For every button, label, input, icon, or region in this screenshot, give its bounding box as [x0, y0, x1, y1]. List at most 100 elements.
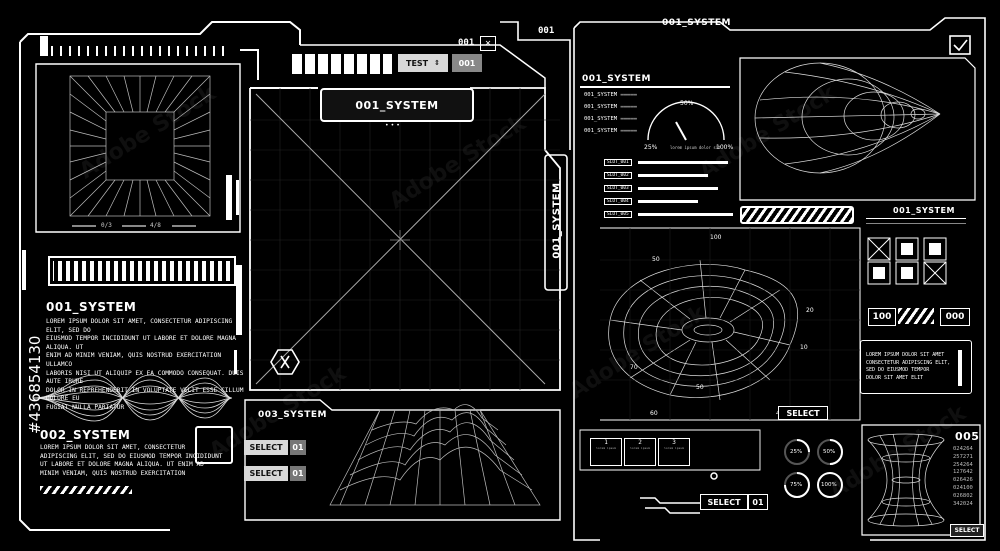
axis-label: 100	[710, 234, 722, 241]
slot-list: SLOT_001 SLOT_002 SLOT_003 SLOT_004 SLOT…	[604, 156, 733, 221]
header-id-right: 001	[538, 26, 555, 36]
select-value-1-text: 01	[292, 443, 304, 452]
select-value-1: 01	[290, 440, 306, 455]
left-diag-stripes	[40, 486, 132, 494]
up-down-icon: ⇕	[434, 59, 440, 67]
percent-label: 50%	[823, 449, 836, 455]
counter-right-value: 000	[945, 312, 965, 322]
code-line: 024100	[953, 484, 973, 491]
small-system-rule	[866, 218, 966, 219]
axis-label: 50	[696, 384, 704, 391]
right-diag-pill	[740, 206, 854, 224]
sub-system-title: 003_SYSTEM	[258, 410, 328, 420]
left-stripe-bar	[48, 256, 236, 286]
vertical-system-label: 001_SYSTEM	[552, 176, 563, 266]
slider-track-b[interactable]	[122, 225, 146, 227]
corner-select-button[interactable]: SELECT	[950, 524, 984, 537]
slot-row[interactable]: SLOT_002	[604, 169, 733, 182]
left-paragraph-2: LOREM IPSUM DOLOR SIT AMET, CONSECTETUR …	[40, 444, 223, 477]
axis-label: 50	[652, 256, 660, 263]
counter-diag	[898, 308, 934, 324]
code-line: 257271	[953, 453, 973, 460]
select-value-2-text: 01	[292, 469, 304, 478]
axis-label: 60	[650, 410, 658, 417]
counter-left-value: 100	[872, 312, 892, 322]
test-value-box: 001	[452, 54, 482, 72]
right-vbar	[958, 350, 962, 386]
center-banner: 001_SYSTEM	[320, 88, 474, 122]
stock-id-label: #436854130	[26, 304, 44, 434]
test-label: TEST	[405, 58, 429, 68]
select-bottom-value-box: 01	[748, 494, 768, 510]
progress-notch	[40, 36, 48, 56]
right-title-underline	[580, 86, 730, 88]
step-box[interactable]: 1 lorem ipsum	[590, 438, 622, 466]
select-value-2: 01	[290, 466, 306, 481]
step-box[interactable]: 2 lorem ipsum	[624, 438, 656, 466]
select-top-label: SELECT	[786, 408, 820, 418]
banner-dots: •••	[385, 122, 402, 129]
code-list: 024264 257271 254264 127642 026426 02410…	[953, 446, 973, 508]
select-bottom-value: 01	[752, 497, 764, 507]
code-line: 024264	[953, 446, 973, 452]
stock-id: #436854130	[26, 335, 44, 434]
select-button-1-label: SELECT	[249, 443, 283, 452]
counter-a: 0/3	[101, 222, 112, 229]
list-item[interactable]: 001_SYSTEM ▬▬▬▬▬	[584, 104, 637, 110]
select-top-button[interactable]: SELECT	[778, 406, 828, 420]
code-line: 026426	[953, 477, 973, 484]
select-bottom-label: SELECT	[707, 497, 741, 507]
percent-label: 25%	[790, 449, 803, 455]
axis-label: 20	[806, 307, 814, 314]
left-title-2: 002_SYSTEM	[40, 428, 131, 442]
slider-track-a[interactable]	[72, 225, 96, 227]
select-button-2-label: SELECT	[249, 469, 283, 478]
axis-label: 70	[630, 364, 638, 371]
select-button-2[interactable]: SELECT	[244, 466, 288, 481]
left-paragraph-1: LOREM IPSUM DOLOR SIT AMET, CONSECTETUR …	[46, 318, 244, 411]
small-system-title: 001_SYSTEM	[893, 206, 955, 215]
close-icon[interactable]: ×	[480, 36, 496, 51]
list-item[interactable]: 001_SYSTEM ▬▬▬▬▬	[584, 128, 637, 134]
corner-select-label: SELECT	[954, 527, 980, 534]
axis-label: 10	[800, 344, 808, 351]
step-box[interactable]: 3 lorem ipsum	[658, 438, 690, 466]
right-list: 001_SYSTEM ▬▬▬▬▬ 001_SYSTEM ▬▬▬▬▬ 001_SY…	[584, 92, 637, 140]
gauge-high-label: 100%	[716, 144, 734, 151]
counter-right-box: 000	[940, 308, 970, 326]
counter-left-box: 100	[868, 308, 896, 326]
code-title: 005	[955, 430, 980, 443]
square-frame-icon	[195, 426, 233, 464]
counter-b: 4/8	[150, 222, 161, 229]
select-bottom-button[interactable]: SELECT	[700, 494, 748, 510]
right-paragraph: LOREM IPSUM DOLOR SIT AMET CONSECTETUR A…	[866, 352, 951, 381]
percent-label: 100%	[821, 482, 837, 488]
top-left-ticker	[42, 46, 227, 56]
center-banner-label: 001_SYSTEM	[355, 98, 439, 112]
test-value: 001	[458, 58, 476, 68]
test-button[interactable]: TEST ⇕	[398, 54, 448, 72]
header-id-left: 001	[458, 38, 475, 48]
small-system-rule	[866, 223, 966, 224]
slider-track-c[interactable]	[172, 225, 196, 227]
header-system-tag: 001_SYSTEM	[662, 18, 732, 28]
code-line: 342024	[953, 500, 973, 507]
slot-row[interactable]: SLOT_004	[604, 195, 733, 208]
gauge-caption: lorem ipsum dolor sit	[670, 145, 721, 150]
select-button-1[interactable]: SELECT	[244, 440, 288, 455]
right-paragraph-frame	[860, 340, 972, 394]
slot-row[interactable]: SLOT_005	[604, 208, 733, 221]
vertical-system-label-text: 001_SYSTEM	[551, 182, 563, 259]
list-item[interactable]: 001_SYSTEM ▬▬▬▬▬	[584, 92, 637, 98]
left-title-1: 001_SYSTEM	[46, 300, 137, 314]
slot-row[interactable]: SLOT_001	[604, 156, 733, 169]
header-stripe-bar	[292, 54, 392, 74]
slot-row[interactable]: SLOT_003	[604, 182, 733, 195]
right-title: 001_SYSTEM	[582, 74, 652, 84]
percent-label: 75%	[790, 482, 803, 488]
list-item[interactable]: 001_SYSTEM ▬▬▬▬▬	[584, 116, 637, 122]
gauge-low-label: 25%	[644, 144, 658, 151]
gauge-mid-label: 50%	[680, 100, 694, 107]
code-line: 026802	[953, 492, 973, 499]
